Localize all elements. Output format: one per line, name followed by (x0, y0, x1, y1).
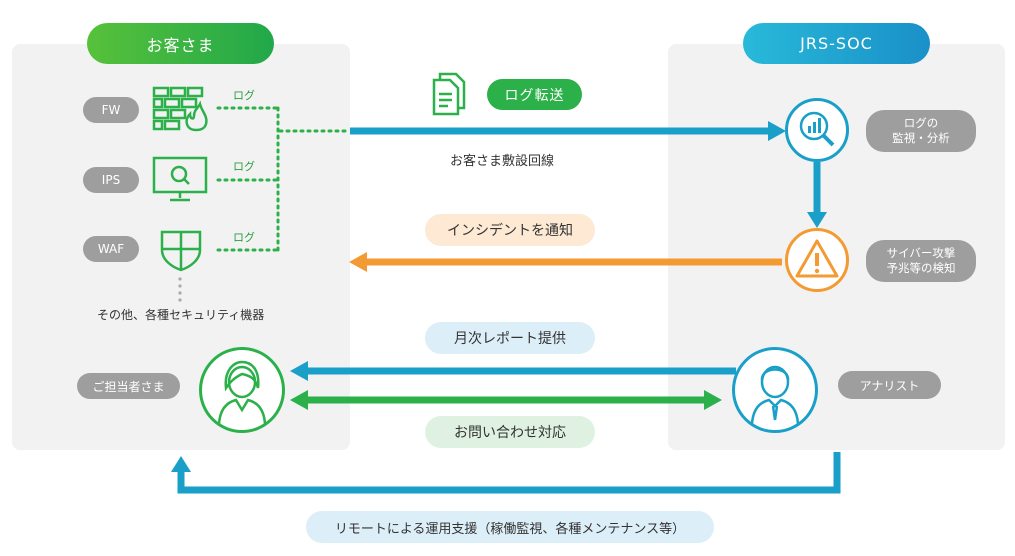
ips-monitor-icon (152, 156, 208, 202)
customer-contact-label: ご担当者さま (77, 373, 180, 399)
document-icon (432, 72, 466, 116)
monthly-report-pill: 月次レポート提供 (425, 322, 595, 354)
waf-shield-icon (160, 230, 202, 272)
soc-step-monitor-line1: ログの (903, 116, 939, 130)
detection-circle (785, 228, 849, 292)
soc-header: JRS-SOC (743, 23, 930, 64)
customer-line-label: お客さま敷設回線 (450, 154, 555, 169)
firewall-icon (152, 86, 208, 132)
magnifier-chart-icon (799, 111, 835, 147)
remote-support-pill: リモートによる運用支援（稼働監視、各種メンテナンス等） (306, 511, 714, 543)
soc-step-detect-line1: サイバー攻撃 (886, 246, 956, 260)
soc-step-detect: サイバー攻撃 予兆等の検知 (866, 240, 976, 282)
soc-step-monitor: ログの 監視・分析 (866, 110, 976, 152)
log-label-fw: ログ (233, 89, 255, 102)
device-label-fw: FW (83, 97, 139, 123)
soc-step-monitor-line2: 監視・分析 (892, 131, 950, 145)
device-label-ips: IPS (83, 167, 139, 193)
female-person-icon (217, 360, 267, 425)
analyst-person-avatar (732, 347, 818, 433)
device-label-waf: WAF (83, 236, 139, 262)
log-label-ips: ログ (233, 160, 255, 173)
other-devices-text: その他、各種セキュリティ機器 (97, 308, 265, 322)
male-person-icon (750, 365, 800, 425)
soc-step-detect-line2: 予兆等の検知 (886, 261, 956, 275)
monitor-analysis-circle (785, 98, 849, 162)
customer-header: お客さま (87, 23, 274, 64)
incident-notice-pill: インシデントを通知 (425, 214, 595, 246)
analyst-label: アナリスト (838, 371, 941, 399)
customer-person-avatar (199, 347, 285, 433)
warning-icon (795, 239, 839, 278)
log-transfer-pill: ログ転送 (487, 79, 582, 110)
log-label-waf: ログ (233, 231, 255, 244)
inquiry-pill: お問い合わせ対応 (425, 416, 595, 448)
